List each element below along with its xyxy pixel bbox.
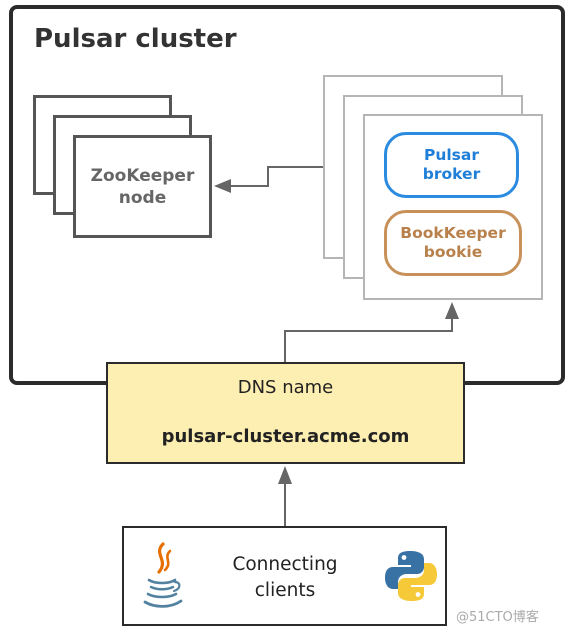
arrowhead-zookeeper [214,179,231,193]
pulsar-broker-pill: Pulsar broker [384,132,519,198]
clients-label-line2: clients [254,580,316,601]
arrowhead-node [445,302,459,319]
bookie-label-line1: BookKeeper [400,224,506,242]
dns-hostname: pulsar-cluster.acme.com [161,426,410,447]
dns-title: DNS name [237,377,334,398]
clients-label: Connecting clients [200,552,370,604]
arrowhead-dns [278,466,292,484]
dns-box [106,362,465,464]
zookeeper-label-line2: node [118,187,167,208]
clients-label-line1: Connecting [232,554,338,575]
zookeeper-node-card: ZooKeeper node [73,135,212,238]
python-icon [385,551,437,601]
watermark: @51CTO博客 [456,610,539,625]
arrow-dns-to-node [284,318,453,362]
arrow-node-to-zookeeper [230,166,323,187]
zookeeper-label-line1: ZooKeeper [90,165,195,186]
bookie-label-line2: bookie [423,243,483,261]
cluster-title: Pulsar cluster [34,24,237,54]
java-icon [143,542,183,608]
broker-label-line1: Pulsar [423,146,480,164]
bookkeeper-bookie-pill: BookKeeper bookie [384,210,522,276]
broker-label-line2: broker [422,165,481,183]
